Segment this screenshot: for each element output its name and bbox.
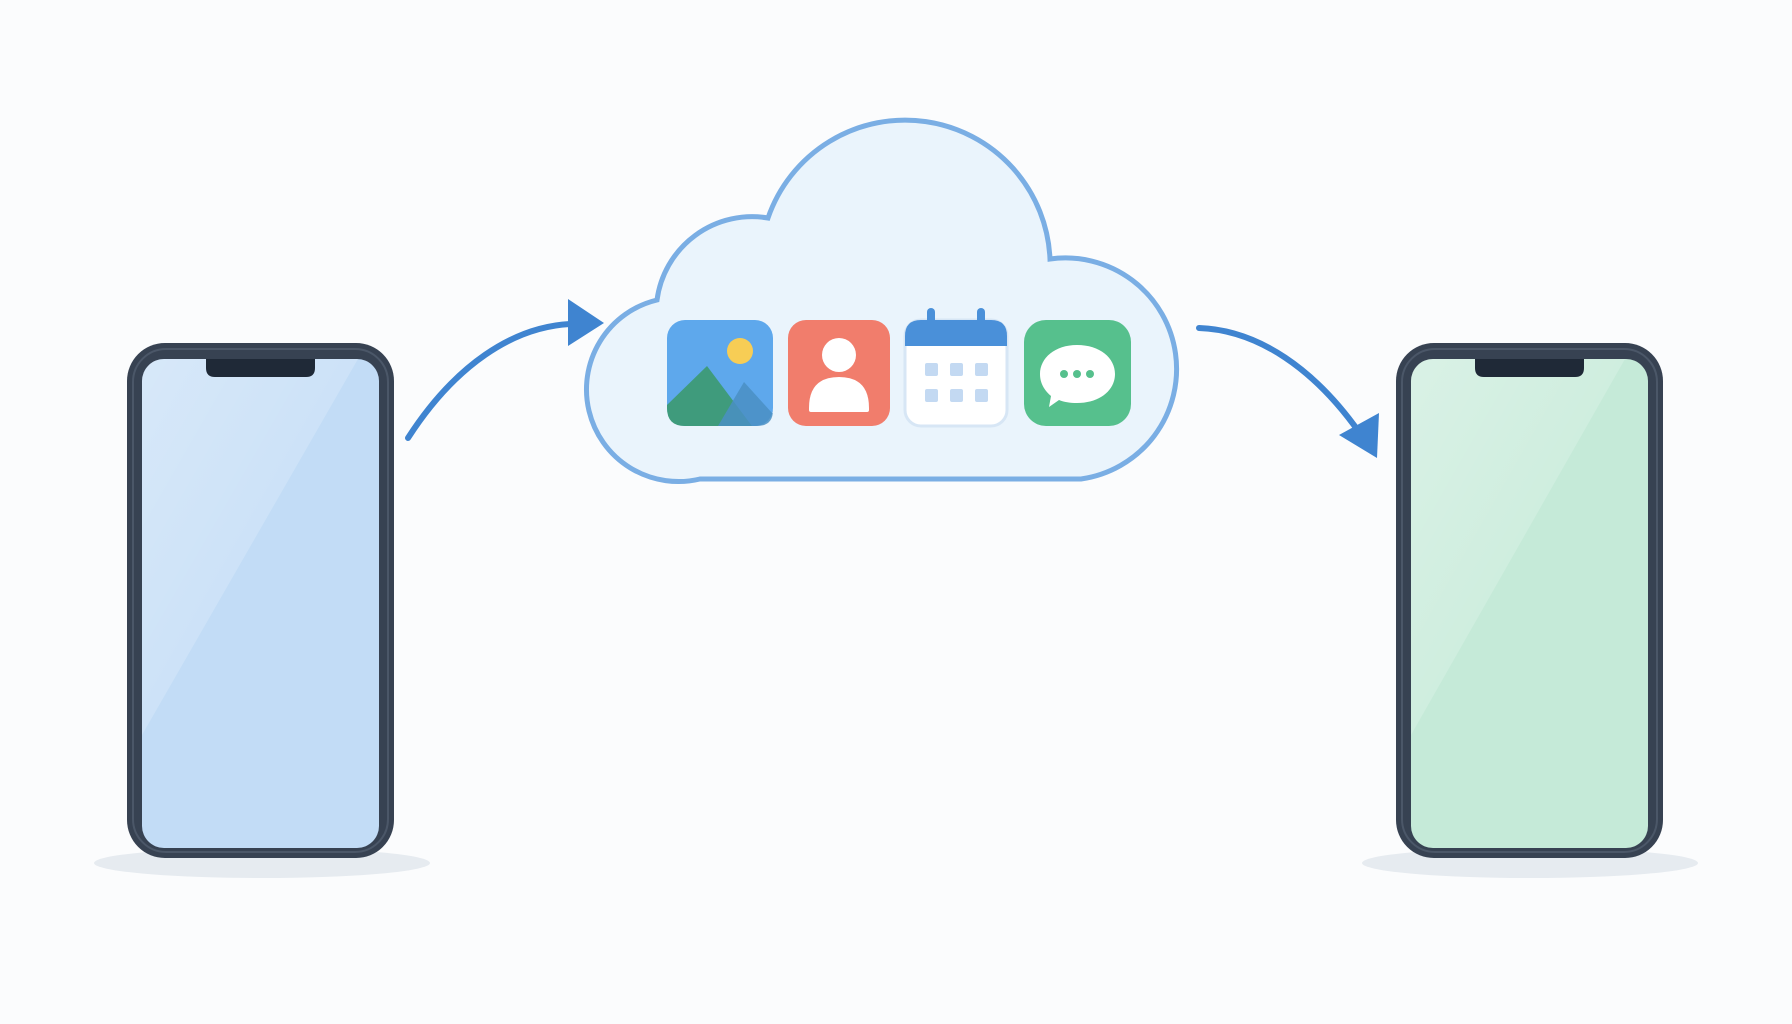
upload-arrowhead-icon xyxy=(568,299,604,346)
messages-app xyxy=(1024,320,1131,426)
cloud xyxy=(583,117,1180,485)
calendar-ring-right-icon xyxy=(977,308,985,335)
messages-dots-icon xyxy=(1060,370,1094,378)
source-phone xyxy=(94,343,430,878)
download-arrow xyxy=(1196,325,1379,458)
contacts-head-icon xyxy=(822,338,856,372)
source-phone-bezel-highlight xyxy=(132,348,389,853)
upload-arrow-icon xyxy=(405,321,573,441)
calendar-grid-icon xyxy=(925,363,988,402)
target-phone-notch xyxy=(1475,359,1584,377)
upload-arrow xyxy=(405,299,604,441)
calendar-ring-left-icon xyxy=(927,308,935,335)
calendar-app xyxy=(903,308,1009,428)
target-phone-glare xyxy=(1411,359,1625,735)
photos-sun-icon xyxy=(727,338,753,364)
photos-app xyxy=(667,320,773,426)
source-phone-glare xyxy=(142,359,358,735)
download-arrowhead-icon xyxy=(1339,413,1379,458)
cloud-icon xyxy=(583,117,1180,485)
target-phone xyxy=(1362,343,1698,878)
photos-mountain-small-icon xyxy=(718,382,773,426)
calendar-header-icon xyxy=(905,320,1007,346)
contacts-body-icon xyxy=(809,377,869,412)
target-phone-bezel-highlight xyxy=(1401,348,1658,853)
contacts-app xyxy=(788,320,890,426)
download-arrow-icon xyxy=(1196,325,1362,435)
source-phone-notch xyxy=(206,359,315,377)
